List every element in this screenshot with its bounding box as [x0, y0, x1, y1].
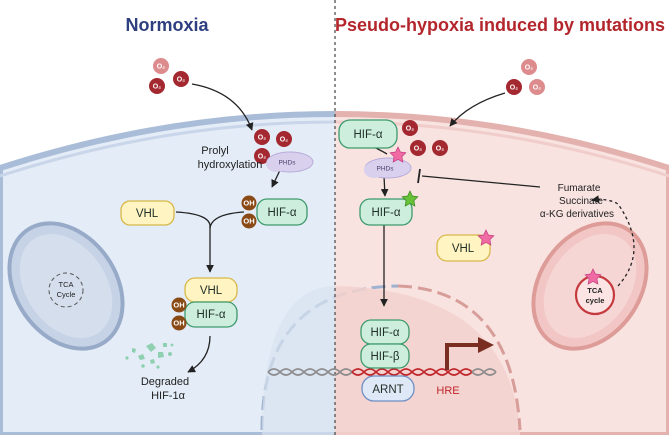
- svg-text:OH: OH: [173, 319, 184, 328]
- tca-cycle-label-right-1: TCA: [587, 286, 603, 295]
- svg-text:VHL: VHL: [452, 243, 475, 255]
- stabilized-star-icon: [401, 190, 419, 207]
- dna-strand: [267, 368, 497, 376]
- tca-cycle-label-right-2: cycle: [586, 296, 605, 305]
- vhl-left: VHL: [120, 200, 175, 226]
- svg-text:O₂: O₂: [258, 154, 267, 161]
- svg-text:O₂: O₂: [436, 146, 445, 153]
- title-normoxia: Normoxia: [125, 15, 209, 35]
- mutation-star-icon: [584, 268, 602, 285]
- svg-text:O₂: O₂: [157, 64, 166, 71]
- svg-text:OH: OH: [243, 217, 254, 226]
- tca-cycle-label-left-1: TCA: [59, 280, 74, 289]
- svg-text:VHL: VHL: [136, 208, 159, 220]
- svg-text:PHDs: PHDs: [377, 166, 395, 173]
- arrow-phds-to-hif-right: [380, 175, 389, 197]
- svg-text:HIF-β: HIF-β: [371, 351, 400, 363]
- svg-text:O₂: O₂: [406, 126, 415, 133]
- o2-group-phds-left: O₂ O₂ O₂: [254, 129, 292, 164]
- akg-label: α-KG derivatives: [540, 209, 614, 220]
- svg-text:O₂: O₂: [177, 77, 186, 84]
- mutation-star-icon: [389, 146, 407, 163]
- mutation-star-icon: [477, 229, 495, 246]
- o2-group-top-left: O₂ O₂ O₂: [149, 58, 189, 94]
- arrow-o2-to-phds-left: [191, 83, 254, 131]
- normoxia-cell: [0, 111, 335, 435]
- svg-text:O₂: O₂: [280, 137, 289, 144]
- svg-text:O₂: O₂: [533, 85, 542, 92]
- hre-label: HRE: [436, 385, 459, 397]
- svg-text:O₂: O₂: [525, 65, 534, 72]
- hif-alpha-stabilized: HIF-α: [359, 190, 419, 226]
- vhl-hif-complex: VHL HIF-α OH OH: [171, 277, 238, 331]
- phds-enzyme-right: PHDs: [364, 146, 412, 179]
- hif-dimer: HIF-α HIF-β: [360, 319, 410, 369]
- svg-text:OH: OH: [243, 199, 254, 208]
- degraded-label-2: HIF-1α: [151, 390, 186, 402]
- vhl-right: VHL: [436, 229, 495, 262]
- svg-text:HIF-α: HIF-α: [196, 309, 225, 321]
- succinate-label: Succinate: [559, 196, 603, 207]
- svg-text:VHL: VHL: [200, 285, 223, 297]
- svg-text:O₂: O₂: [414, 146, 423, 153]
- arrow-to-degraded: [187, 335, 211, 373]
- pathway-arrows: [175, 83, 635, 373]
- phds-enzyme-left: PHDs: [266, 151, 314, 173]
- svg-text:O₂: O₂: [153, 84, 162, 91]
- prolyl-label-2: hydroxylation: [198, 159, 263, 171]
- svg-text:O₂: O₂: [258, 135, 267, 142]
- hif-alpha-free: HIF-α: [338, 119, 398, 149]
- svg-text:HIF-α: HIF-α: [267, 207, 296, 219]
- fumarate-label: Fumarate: [558, 183, 601, 194]
- svg-text:HIF-α: HIF-α: [353, 129, 382, 141]
- prolyl-label-1: Prolyl: [201, 145, 229, 157]
- transcription-arrow-icon: [445, 337, 494, 370]
- svg-text:OH: OH: [173, 301, 184, 310]
- o2-group-phds-right: O₂ O₂ O₂: [402, 120, 448, 156]
- mitochondrion-right: TCA cycle: [531, 221, 649, 351]
- mitochondrion-left: TCA Cycle: [7, 221, 125, 351]
- svg-text:O₂: O₂: [510, 85, 519, 92]
- svg-text:ARNT: ARNT: [372, 384, 403, 396]
- degraded-label-1: Degraded: [141, 376, 189, 388]
- inhibition-line: [417, 168, 541, 188]
- degraded-fragments: [125, 343, 174, 369]
- tca-cycle-label-left-2: Cycle: [57, 290, 76, 299]
- svg-text:HIF-α: HIF-α: [370, 327, 399, 339]
- svg-text:HIF-α: HIF-α: [371, 207, 400, 219]
- arrow-o2-to-phds-right: [449, 92, 506, 127]
- arnt: ARNT: [361, 375, 415, 402]
- o2-group-top-right: O₂ O₂ O₂: [506, 59, 545, 95]
- title-pseudo-hypoxia: Pseudo-hypoxia induced by mutations: [335, 15, 665, 35]
- hif-alpha-hydroxylated: HIF-α OH OH: [241, 195, 308, 229]
- svg-text:PHDs: PHDs: [279, 160, 297, 167]
